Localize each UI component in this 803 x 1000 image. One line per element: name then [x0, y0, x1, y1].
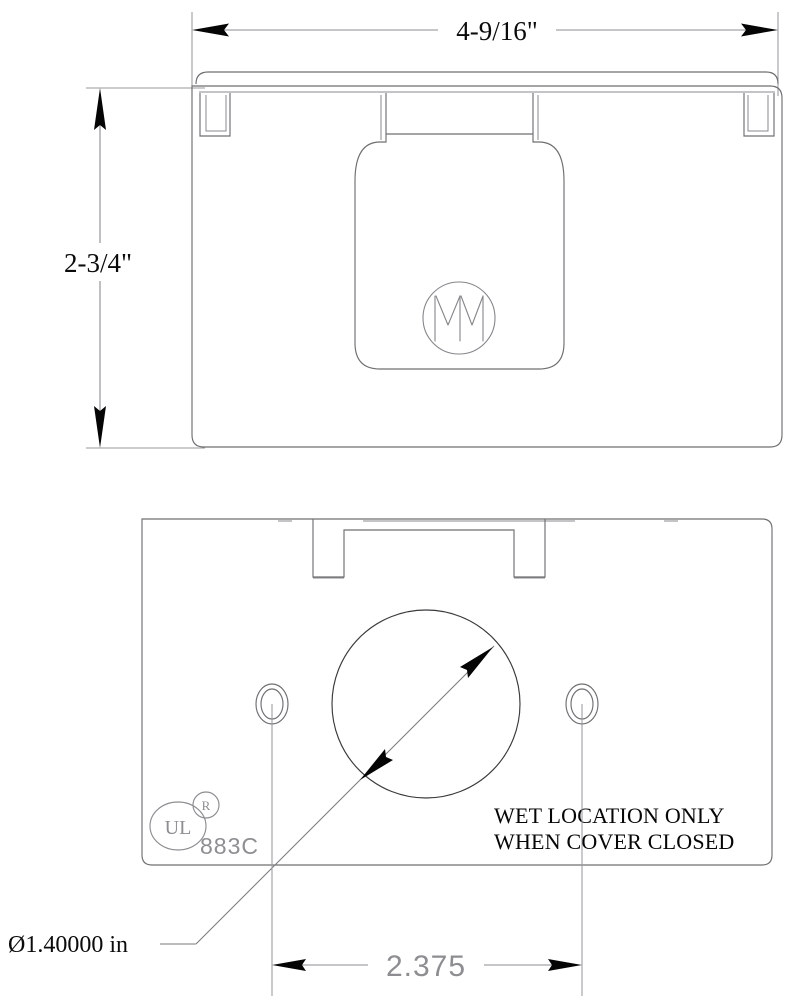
- right-gasket-channel-outer: [743, 93, 775, 137]
- plate-body-outline: [141, 518, 773, 866]
- bottom-plan-view: UL R 883C WET LOCATION ONLY WHEN COVER C…: [141, 518, 773, 866]
- hole-spacing-value: 2.375: [386, 950, 466, 983]
- ul-circle: [149, 801, 207, 851]
- overall-width-value: 4-9/16": [456, 16, 538, 46]
- flip-lid-door-outline: [354, 133, 565, 370]
- front-elevation-view: [191, 71, 783, 448]
- ul-registered-circle: [192, 791, 220, 819]
- logo-chevron-right: [460, 295, 484, 326]
- diameter-leader-diagonal: [195, 645, 495, 945]
- hole-diameter-value: Ø1.40000 in: [8, 932, 128, 958]
- hole-diameter-dimension: Ø1.40000 in: [8, 645, 495, 958]
- manufacturer-monogram-logo: [422, 281, 496, 355]
- height-arrowhead-top: [94, 88, 106, 130]
- height-arrowhead-bottom: [94, 406, 106, 448]
- center-knockout-hole: [331, 609, 521, 799]
- ul-mark-label: UL: [165, 817, 192, 839]
- logo-chevron-left: [435, 295, 461, 326]
- overall-height-value: 2-3/4": [64, 248, 132, 278]
- left-gasket-channel-inner: [205, 95, 227, 132]
- cover-body-outline: [191, 85, 783, 448]
- ul-standard-label: 883C: [200, 833, 259, 859]
- ul-registered-label: R: [202, 798, 211, 813]
- overall-height-dimension: 2-3/4": [64, 87, 205, 449]
- hole-spacing-dimension: 2.375: [271, 704, 583, 996]
- spacing-arrowhead-right: [548, 959, 582, 971]
- warning-line-1: WET LOCATION ONLY: [494, 803, 725, 828]
- overall-width-dimension: 4-9/16": [191, 12, 779, 96]
- diameter-arrowhead-lower: [360, 749, 393, 780]
- diameter-arrowhead-upper: [460, 647, 493, 678]
- warning-line-2: WHEN COVER CLOSED: [494, 829, 735, 854]
- left-gasket-channel-outer: [199, 93, 231, 137]
- width-arrowhead-right: [741, 23, 778, 37]
- logo-circle: [422, 281, 496, 355]
- cover-lid-cap-outline: [195, 71, 779, 85]
- latch-tab-notch-outline: [312, 519, 546, 578]
- spacing-arrowhead-left: [272, 959, 306, 971]
- ul-listing-mark: UL R 883C: [149, 791, 259, 859]
- width-arrowhead-left: [192, 23, 229, 37]
- right-gasket-channel-inner: [747, 95, 769, 132]
- warning-text-block: WET LOCATION ONLY WHEN COVER CLOSED: [494, 803, 735, 854]
